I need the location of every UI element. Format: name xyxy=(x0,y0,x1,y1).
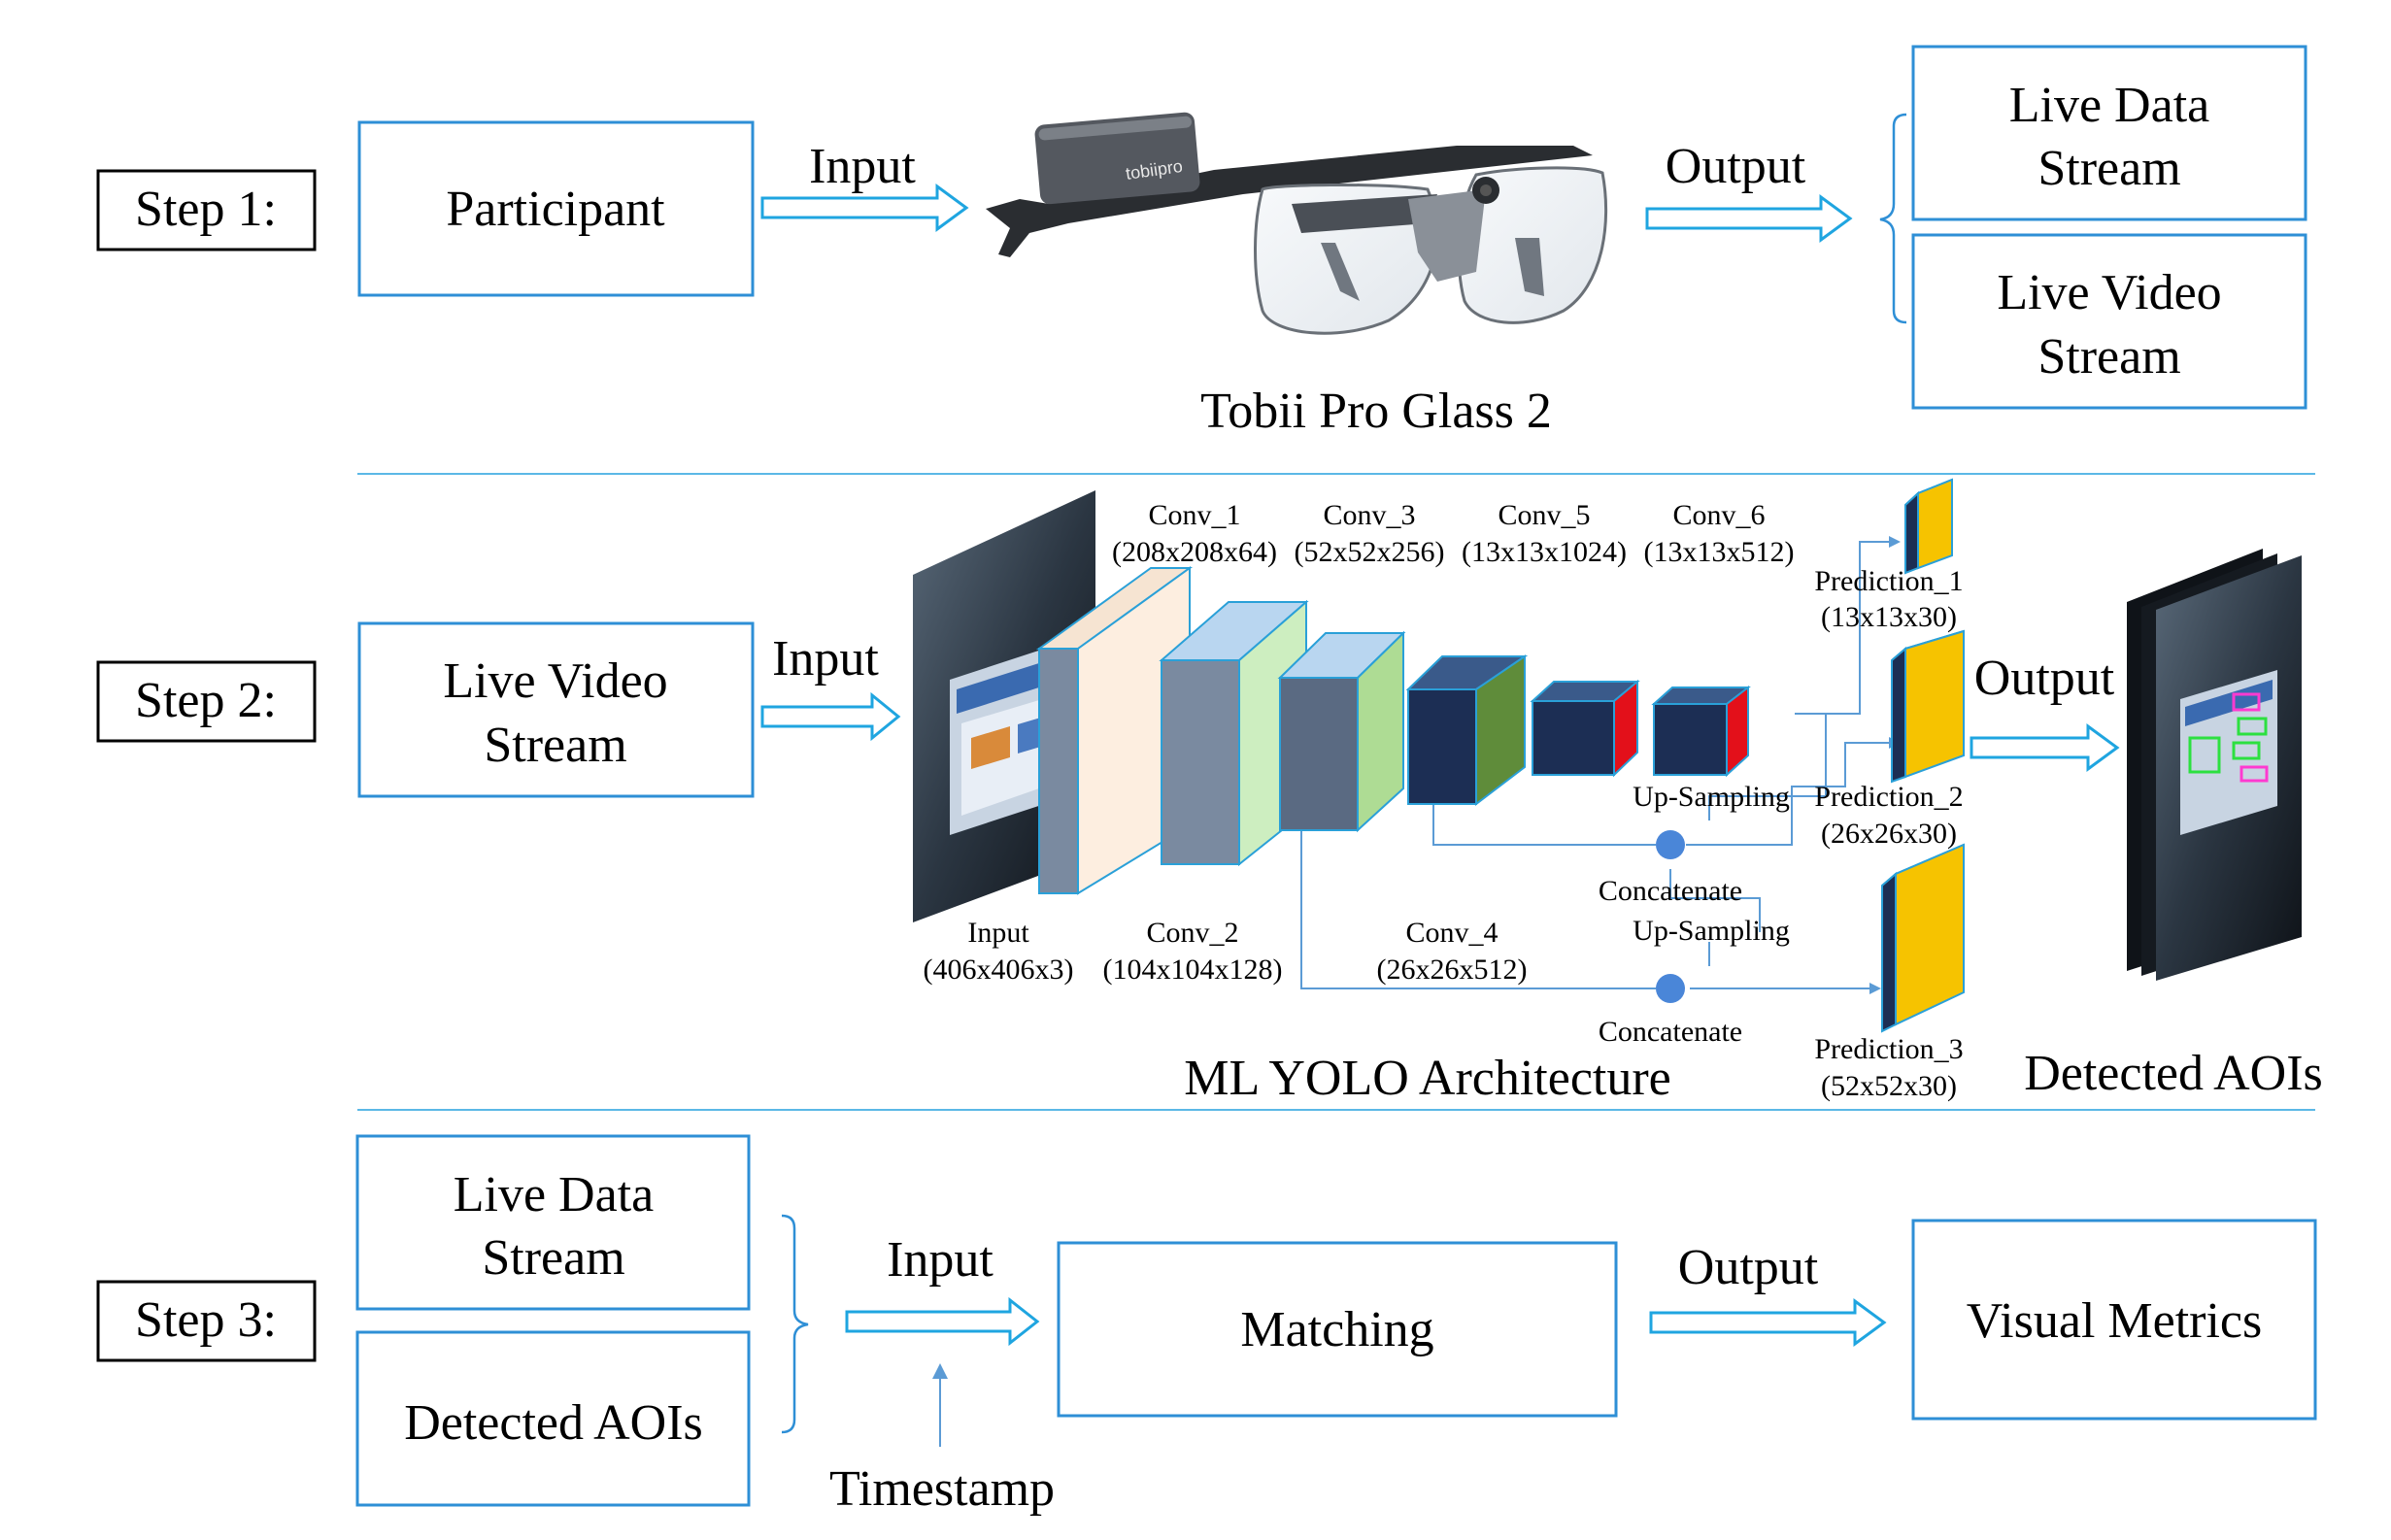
step2-input-label: Input xyxy=(772,631,879,686)
step1-input-label: Input xyxy=(809,139,916,194)
step2-source-line2: Stream xyxy=(484,718,626,773)
prediction1-name: Prediction_1 xyxy=(1814,565,1963,597)
prediction2-block xyxy=(1891,629,1965,784)
timestamp-label: Timestamp xyxy=(829,1461,1055,1517)
step2-group: Step 2: Live Video Stream Input xyxy=(96,478,2323,1106)
conv6-name: Conv_6 xyxy=(1672,499,1765,531)
conv1-dims: (208x208x64) xyxy=(1112,536,1277,568)
device-caption: Tobii Pro Glass 2 xyxy=(1200,384,1552,439)
matching-label: Matching xyxy=(1240,1302,1433,1357)
step2-output-label: Output xyxy=(1974,651,2115,706)
step1-output-label: Output xyxy=(1666,139,1806,194)
step3-output-arrow xyxy=(1649,1298,1887,1347)
step1-label: Step 1: xyxy=(135,182,277,237)
conv1-name: Conv_1 xyxy=(1148,499,1240,531)
step3-input-arrow xyxy=(845,1296,1040,1347)
concatenate-node-2 xyxy=(1656,974,1685,1003)
step1-output-arrow xyxy=(1645,194,1853,243)
step1-output-brace xyxy=(1879,113,1907,324)
conv5-dims: (13x13x1024) xyxy=(1462,536,1627,568)
step3-input-label: Input xyxy=(887,1232,993,1288)
live-video-stream-line2: Stream xyxy=(2037,329,2180,385)
conv4-block xyxy=(1405,654,1529,807)
live-data-stream-box xyxy=(1911,45,2307,221)
conv4-dims: (26x26x512) xyxy=(1377,954,1528,986)
yolo-caption: ML YOLO Architecture xyxy=(1184,1051,1671,1106)
yolo-connectors xyxy=(1300,541,1889,989)
concatenate-node-1 xyxy=(1656,830,1685,859)
conv3-name: Conv_3 xyxy=(1323,499,1415,531)
conv3-block xyxy=(1277,630,1406,833)
tobii-glasses-image: tobiipro xyxy=(986,112,1608,335)
step3-detected-aois-label: Detected AOIs xyxy=(404,1395,703,1451)
prediction1-block xyxy=(1904,478,1953,575)
conv5-block xyxy=(1530,679,1640,778)
upsampling-label-1: Up-Sampling xyxy=(1633,781,1790,813)
conv3-dims: (52x52x256) xyxy=(1295,536,1445,568)
input-layer-name: Input xyxy=(967,917,1029,949)
detected-aois-caption: Detected AOIs xyxy=(2024,1046,2323,1101)
participant-label: Participant xyxy=(446,182,665,237)
conv4-name: Conv_4 xyxy=(1405,917,1498,949)
step3-live-data-box xyxy=(355,1134,751,1311)
step2-label: Step 2: xyxy=(135,673,277,728)
prediction3-block xyxy=(1881,843,1965,1033)
step2-source-box xyxy=(357,621,755,798)
participant-box xyxy=(357,120,755,297)
step3-input-brace xyxy=(781,1214,809,1434)
step3-label-box xyxy=(96,1280,317,1362)
concatenate-label-2: Concatenate xyxy=(1599,1016,1742,1048)
step3-detected-aois-box xyxy=(355,1330,751,1507)
conv5-name: Conv_5 xyxy=(1498,499,1590,531)
live-data-stream-line2: Stream xyxy=(2037,141,2180,196)
prediction2-dims: (26x26x30) xyxy=(1821,818,1957,850)
visual-metrics-box xyxy=(1911,1219,2317,1421)
step2-output-arrow xyxy=(1970,723,2120,772)
live-video-stream-line1: Live Video xyxy=(1997,265,2221,320)
prediction3-dims: (52x52x30) xyxy=(1821,1070,1957,1102)
conv2-dims: (104x104x128) xyxy=(1103,954,1283,986)
prediction1-dims: (13x13x30) xyxy=(1821,601,1957,633)
step3-live-data-line2: Stream xyxy=(482,1230,624,1286)
concatenate-label-1: Concatenate xyxy=(1599,875,1742,907)
step1-label-box xyxy=(96,169,317,251)
upsampling-label-2: Up-Sampling xyxy=(1633,915,1790,947)
step2-input-arrow xyxy=(760,691,901,742)
step3-output-label: Output xyxy=(1678,1240,1819,1295)
yolo-layer-labels: Conv_1 (208x208x64) Conv_3 (52x52x256) C… xyxy=(924,499,1964,1102)
live-video-stream-box xyxy=(1911,233,2307,410)
step2-label-box xyxy=(96,660,317,743)
timestamp-arrowhead xyxy=(932,1363,948,1379)
step1-group: Step 1: Participant Input tobiipro Tobii… xyxy=(96,45,2307,439)
step3-label: Step 3: xyxy=(135,1292,277,1348)
step3-group: Step 3: Live Data Stream Detected AOIs I… xyxy=(96,1134,2317,1517)
conv6-dims: (13x13x512) xyxy=(1644,536,1795,568)
visual-metrics-label: Visual Metrics xyxy=(1967,1293,2262,1349)
step2-source-line1: Live Video xyxy=(443,653,667,709)
prediction3-name: Prediction_3 xyxy=(1814,1033,1963,1065)
live-data-stream-line1: Live Data xyxy=(2009,78,2209,133)
conv2-name: Conv_2 xyxy=(1146,917,1238,949)
detected-aois-image xyxy=(2127,549,2302,981)
input-layer-dims: (406x406x3) xyxy=(924,954,1074,986)
conv6-block xyxy=(1651,685,1751,778)
matching-box xyxy=(1057,1241,1618,1418)
prediction2-name: Prediction_2 xyxy=(1814,781,1963,813)
step3-live-data-line1: Live Data xyxy=(454,1167,654,1222)
step1-input-arrow xyxy=(760,184,969,232)
